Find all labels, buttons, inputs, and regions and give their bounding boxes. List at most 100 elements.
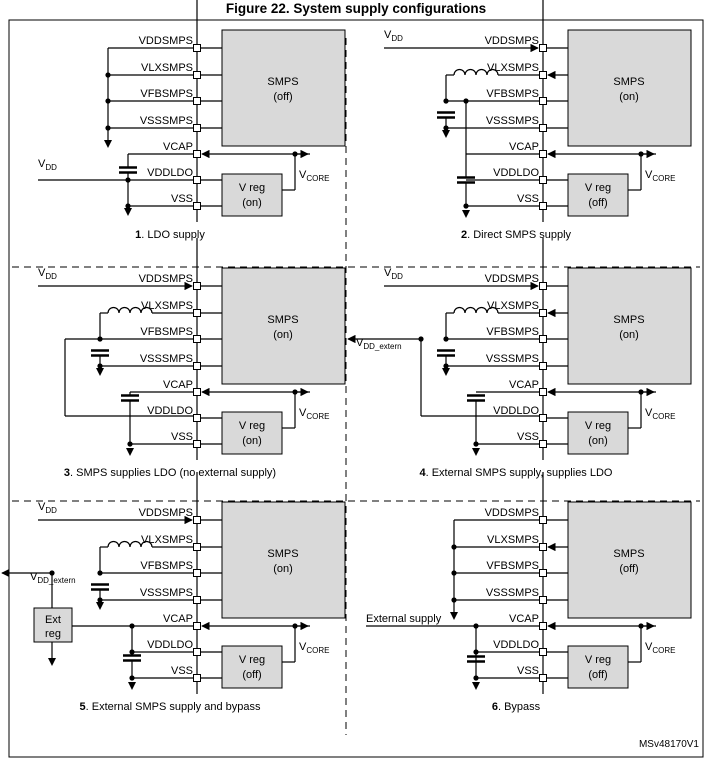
vreg-state: (off) [588, 669, 607, 681]
vcore-label: VCORE [645, 169, 675, 183]
vreg-state: (off) [242, 669, 261, 681]
ground-arrow [96, 368, 104, 376]
pin-label: VSS [517, 193, 539, 205]
junction-dot [105, 72, 111, 78]
pin-label: VDDLDO [493, 639, 539, 651]
pin-label: VFBSMPS [486, 560, 539, 572]
junction-dot [451, 597, 457, 603]
pin-square [193, 44, 201, 52]
smps-state: (on) [273, 563, 293, 575]
vcore-dot [638, 623, 644, 629]
pin-label: VCAP [509, 141, 539, 153]
figure-reference: MSv48170V1 [639, 739, 699, 750]
smps-label: SMPS [613, 76, 644, 88]
junction-dot [105, 98, 111, 104]
vdd-extern-label: VDD_extern [30, 571, 76, 585]
pin-label: VFBSMPS [140, 560, 193, 572]
pin-label: VFBSMPS [486, 88, 539, 100]
ground-arrow [48, 658, 56, 666]
pin-square [539, 516, 547, 524]
pin-label: VCAP [509, 379, 539, 391]
pin-square [193, 674, 201, 682]
pin-square [539, 648, 547, 656]
ground-arrow [128, 682, 136, 690]
smps-block [567, 267, 692, 385]
panel-caption: 6. Bypass [492, 701, 541, 713]
junction-dot [473, 675, 479, 681]
smps-state: (off) [273, 91, 292, 103]
ground-arrow [126, 448, 134, 456]
junction-dot [443, 363, 449, 369]
vreg-block [567, 645, 629, 689]
pin-label: VDDLDO [493, 405, 539, 417]
junction-dot [97, 363, 103, 369]
pin-square [193, 362, 201, 370]
vreg-block [221, 173, 283, 217]
junction-dot [451, 544, 457, 550]
pin-label: VSSSMPS [486, 353, 539, 365]
vcore-dot [638, 151, 644, 157]
vdd-label: VDD [38, 267, 57, 281]
vdd-label: VDD [38, 158, 57, 172]
pin-label: VSS [517, 665, 539, 677]
ground-arrow [450, 612, 458, 620]
junction-dot [451, 570, 457, 576]
smps-block [221, 267, 346, 385]
pin-square [539, 71, 547, 79]
smps-label: SMPS [613, 548, 644, 560]
vreg-state: (on) [588, 435, 608, 447]
vcore-label: VCORE [299, 407, 329, 421]
smps-label: SMPS [613, 314, 644, 326]
pin-square [539, 202, 547, 210]
panel-caption: 5. External SMPS supply and bypass [80, 701, 261, 713]
vcore-label: VCORE [645, 407, 675, 421]
panel-caption: 4. External SMPS supply, supplies LDO [419, 467, 612, 479]
pin-square [539, 674, 547, 682]
pin-square [193, 543, 201, 551]
pin-square [193, 596, 201, 604]
panel-5: SMPS(on)V reg(off)VCOREVDDSMPSVLXSMPSVFB… [1, 472, 346, 713]
junction-dot [443, 98, 449, 104]
ext-reg-block [33, 607, 73, 643]
panel-4: SMPS(on)V reg(on)VCOREVDDSMPSVLXSMPSVFBS… [347, 238, 692, 479]
pin-square [539, 543, 547, 551]
figure-title: Figure 22. System supply configurations [225, 1, 487, 16]
pin-label: VLXSMPS [141, 300, 193, 312]
pin-label: VSS [171, 193, 193, 205]
ext-reg-label: Ext [45, 614, 61, 626]
vreg-block [567, 173, 629, 217]
pin-label: VFBSMPS [140, 326, 193, 338]
pin-square [193, 282, 201, 290]
panel-caption: 2. Direct SMPS supply [461, 229, 572, 241]
vdd-extern-label: VDD_extern [356, 337, 402, 351]
pin-square [193, 440, 201, 448]
pin-square [193, 97, 201, 105]
pin-square [193, 202, 201, 210]
pin-label: VDDSMPS [139, 273, 193, 285]
pin-square [539, 335, 547, 343]
vdd-label: VDD [384, 267, 403, 281]
panel-6: SMPS(off)V reg(off)VCOREVDDSMPSVLXSMPSVF… [366, 472, 692, 713]
pin-label: VCAP [509, 613, 539, 625]
pin-label: VLXSMPS [487, 300, 539, 312]
vreg-label: V reg [585, 420, 611, 432]
pin-square [539, 414, 547, 422]
pin-square [539, 569, 547, 577]
pin-label: VFBSMPS [486, 326, 539, 338]
pin-label: VLXSMPS [487, 62, 539, 74]
pin-label: VSSSMPS [140, 587, 193, 599]
smps-block [221, 501, 346, 619]
pin-label: VSSSMPS [140, 353, 193, 365]
ext-reg-label-2: reg [45, 628, 61, 640]
pin-label: VDDSMPS [485, 273, 539, 285]
pin-square [539, 282, 547, 290]
vcore-label: VCORE [645, 641, 675, 655]
pin-square [193, 622, 201, 630]
pin-square [193, 335, 201, 343]
pin-label: VLXSMPS [141, 534, 193, 546]
pin-label: VDDLDO [493, 167, 539, 179]
vreg-state: (off) [588, 197, 607, 209]
smps-inductor [107, 306, 153, 314]
vreg-label: V reg [239, 182, 265, 194]
